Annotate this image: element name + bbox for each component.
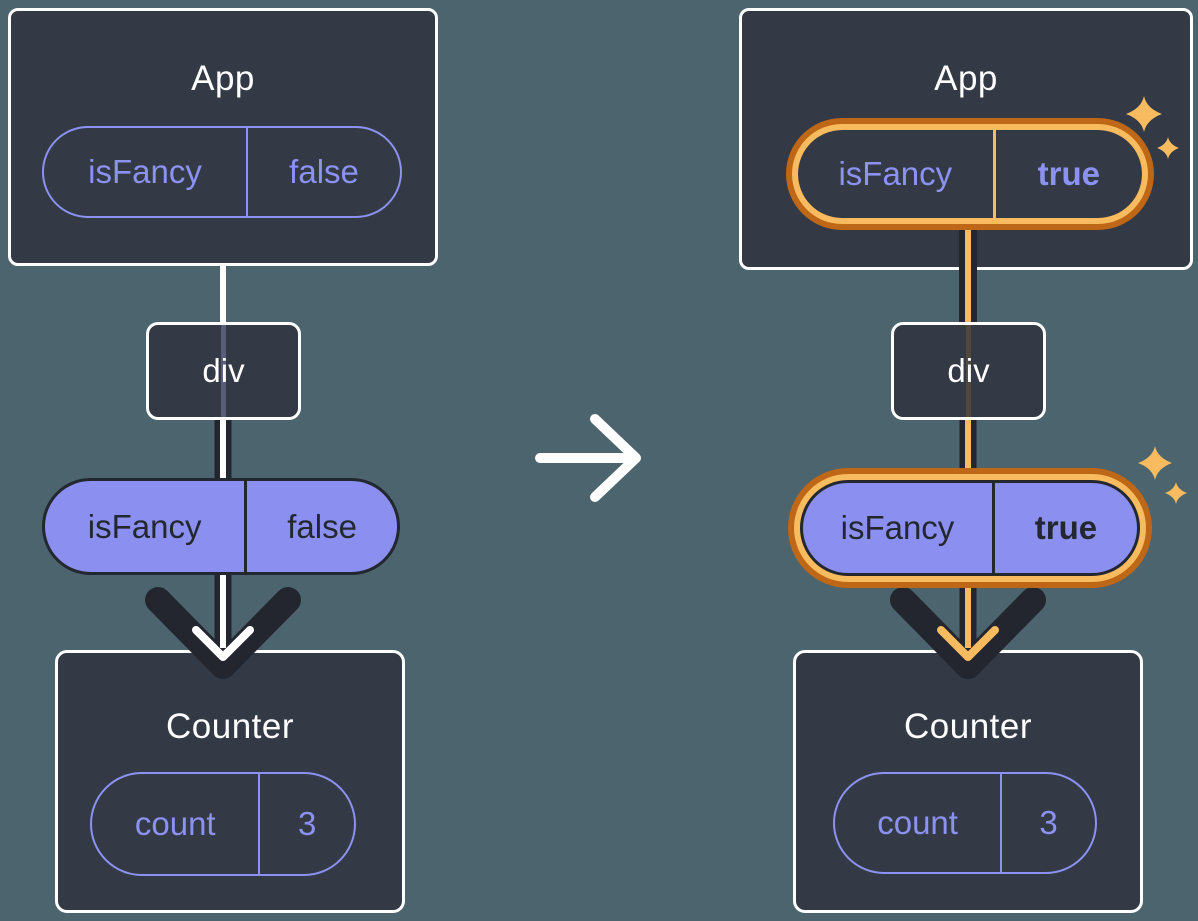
sparkle-icon [1165, 482, 1187, 504]
sparkle-icon [1138, 446, 1172, 480]
prop-value: false [244, 481, 397, 572]
left-app-title: App [191, 59, 255, 98]
state-value: 3 [258, 774, 354, 874]
sparkle-icon [1157, 137, 1179, 159]
right-div-box: div [891, 322, 1046, 420]
right-counter-state-pill: count 3 [833, 772, 1097, 874]
right-app-prop-pill: isFancy true [798, 130, 1142, 218]
right-div-inner-line [966, 325, 971, 417]
left-div-box: div [146, 322, 301, 420]
prop-value: false [246, 128, 400, 216]
right-counter-box: Counter [793, 650, 1143, 913]
state-value: 3 [1000, 774, 1095, 872]
left-counter-title: Counter [165, 707, 295, 746]
right-passed-prop-pill: isFancy true [800, 480, 1140, 576]
right-connector-orange-stripe [965, 226, 971, 322]
left-div-inner-line [221, 325, 226, 417]
state-key: count [877, 804, 958, 841]
transition-arrow-icon [535, 414, 641, 502]
prop-key: isFancy [838, 155, 953, 192]
right-counter-title: Counter [903, 707, 1033, 746]
left-app-div-connector-line [220, 263, 226, 324]
sparkle-icon [1126, 96, 1162, 132]
left-div-label: div [202, 352, 245, 389]
prop-key: isFancy [840, 509, 955, 546]
left-passed-prop-pill: isFancy false [42, 478, 400, 575]
right-div-label: div [947, 352, 990, 389]
prop-value: true [992, 130, 1142, 218]
prop-key: isFancy [88, 153, 202, 190]
prop-value: true [991, 483, 1137, 573]
left-app-prop-pill: isFancy false [42, 126, 402, 218]
left-counter-state-pill: count 3 [90, 772, 356, 876]
right-app-title: App [934, 59, 998, 98]
state-key: count [134, 805, 216, 842]
prop-key: isFancy [87, 507, 202, 545]
